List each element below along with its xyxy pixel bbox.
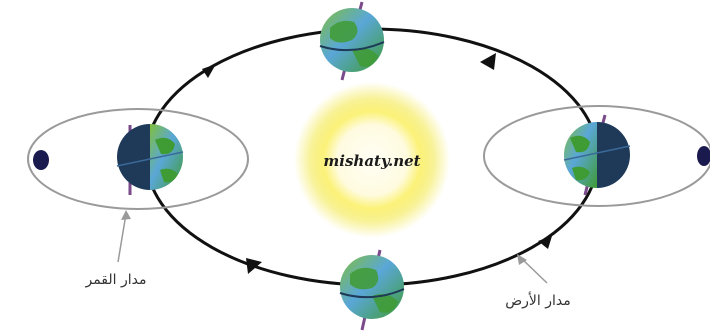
earth-left [117,124,183,195]
moon-orbit-label: مدار القمر [84,272,146,288]
earth-bottom [340,250,404,330]
earth-top [320,2,384,80]
sun: mishaty.net [294,82,450,238]
arrow-icon [246,258,262,274]
moon-left [33,150,49,170]
arrow-icon [480,53,496,70]
watermark-text: mishaty.net [323,152,420,170]
arrow-icon [202,64,216,78]
earth-right [564,115,630,195]
earth-orbit-label: مدار الأرض [505,291,571,309]
moon-right [697,146,710,166]
